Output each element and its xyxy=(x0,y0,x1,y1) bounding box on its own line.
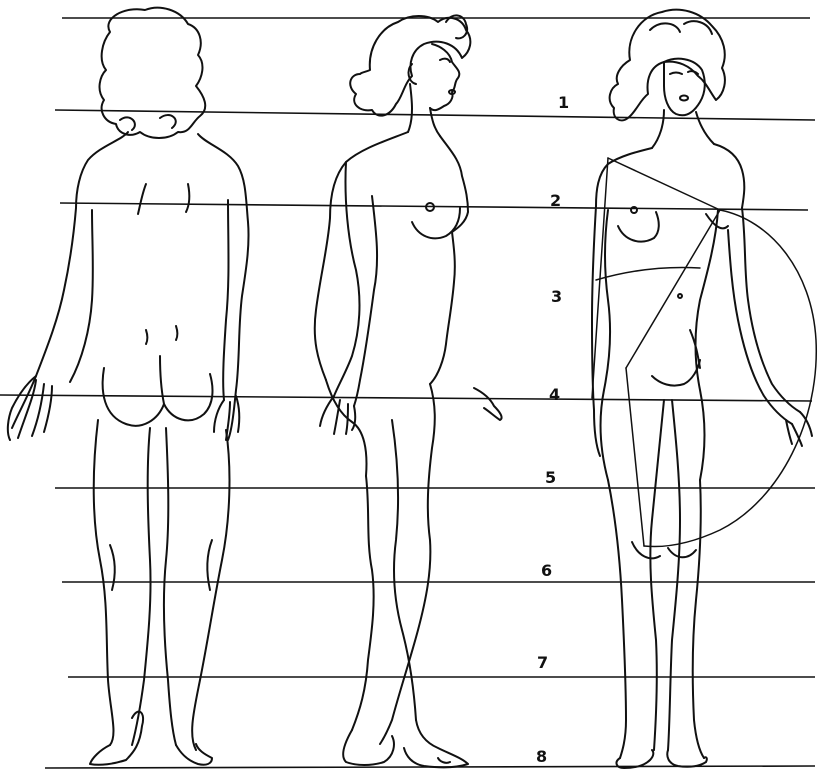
front-hair-curl-1 xyxy=(650,23,680,32)
back-blade-left xyxy=(138,184,146,214)
side-back xyxy=(315,132,408,380)
side-foot-front xyxy=(343,730,394,765)
side-face xyxy=(430,44,459,110)
back-inner-left-leg xyxy=(132,428,151,745)
front-lips xyxy=(680,96,688,101)
unit-labels: 1 2 3 4 5 6 7 8 xyxy=(536,93,569,766)
front-right-leg-inner xyxy=(668,400,680,750)
front-right-arm xyxy=(742,208,800,412)
front-knee-right xyxy=(668,548,696,557)
unit-label-3: 3 xyxy=(551,287,562,306)
unit-label-6: 6 xyxy=(541,561,552,580)
unit-label-7: 7 xyxy=(537,653,548,672)
back-hair-curl-1 xyxy=(120,117,135,130)
construct-line-shoulder-breast xyxy=(608,158,720,210)
construct-line-breast-hip xyxy=(626,210,720,368)
construct-line-hip-knee xyxy=(626,368,644,546)
front-left-leg-inner xyxy=(650,400,664,750)
side-eye xyxy=(440,59,450,62)
figure-front-view xyxy=(592,10,816,768)
back-dimple-left xyxy=(146,330,148,344)
side-arm xyxy=(334,162,377,406)
front-pelvis xyxy=(652,360,700,386)
unit-label-5: 5 xyxy=(545,468,556,487)
front-torso-right xyxy=(696,210,719,480)
front-left-leg-outer xyxy=(608,480,626,758)
side-back-leg xyxy=(352,476,374,730)
back-left-hand xyxy=(8,376,52,440)
figure-back-view xyxy=(8,8,249,765)
back-left-shoe xyxy=(90,712,143,765)
side-front-leg xyxy=(380,384,435,744)
back-hair xyxy=(100,8,206,138)
front-face xyxy=(664,59,705,116)
back-calf-mark-1 xyxy=(110,545,115,590)
front-right-leg-outer xyxy=(693,480,704,758)
side-hand xyxy=(320,396,355,434)
front-nipple-left xyxy=(631,207,637,213)
front-knee-left xyxy=(632,542,660,558)
back-blade-right xyxy=(186,184,189,212)
guide-line-3 xyxy=(0,395,812,401)
back-hair-curl-2 xyxy=(160,115,176,128)
front-shoulders xyxy=(596,144,744,208)
side-toe-mark xyxy=(438,758,450,763)
unit-label-2: 2 xyxy=(550,191,561,210)
back-inner-right-leg xyxy=(164,428,176,745)
back-right-arm xyxy=(223,200,228,400)
front-navel xyxy=(678,294,682,298)
side-back-hand xyxy=(474,388,502,420)
front-right-arm-inner xyxy=(728,230,792,424)
front-eye-right xyxy=(688,71,698,74)
side-foot-back xyxy=(404,720,468,767)
unit-label-1: 1 xyxy=(558,93,569,112)
figure-side-view xyxy=(315,15,502,767)
unit-label-4: 4 xyxy=(549,385,560,404)
front-right-hand xyxy=(786,412,812,446)
side-front xyxy=(430,136,468,384)
front-hair-curl-2 xyxy=(684,21,712,34)
unit-label-8: 8 xyxy=(536,747,547,766)
back-dimple-right xyxy=(176,326,178,340)
front-eye-left xyxy=(670,73,682,75)
front-breast-left xyxy=(618,212,659,242)
